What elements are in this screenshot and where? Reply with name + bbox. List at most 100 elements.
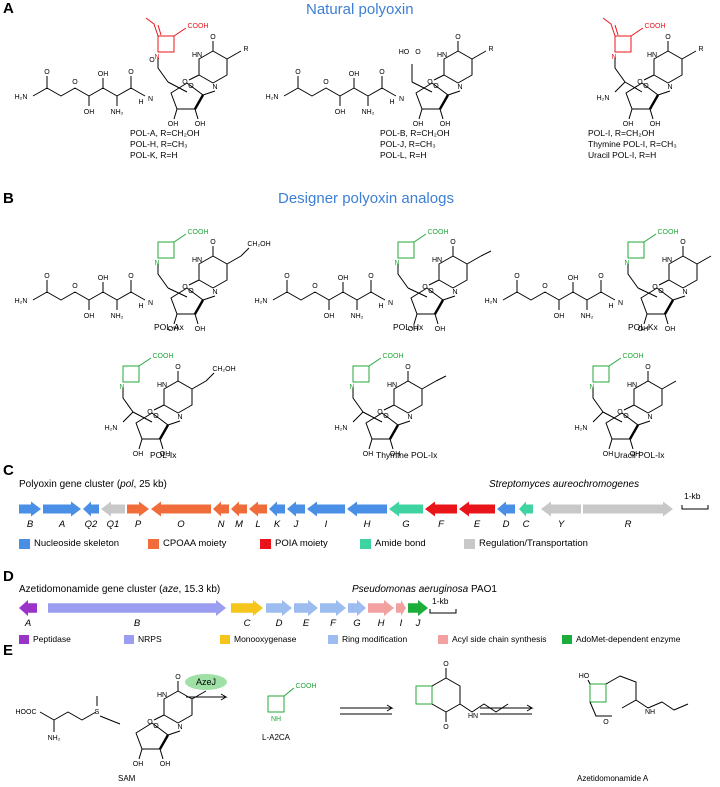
pol-ix-o-top: O bbox=[175, 364, 181, 371]
pol-ax-nh-n: N bbox=[148, 300, 153, 307]
pol-i-o-left: O bbox=[637, 79, 643, 86]
pol-gene-label-g: G bbox=[402, 519, 410, 530]
aze-gene-arrow-c bbox=[231, 600, 263, 616]
arrow-step-3 bbox=[480, 704, 534, 715]
pol-ax-carbonyl-left bbox=[188, 279, 200, 286]
pol-gene-label-y: Y bbox=[557, 519, 565, 530]
pol-a-nh-n: N bbox=[148, 96, 153, 103]
pol-ax-carb-nh2: H₂N bbox=[15, 298, 28, 305]
pol-kx-carb-nh2: H₂N bbox=[485, 298, 498, 305]
aze-organism: Pseudomonas aeruginosa PAO1 bbox=[352, 584, 497, 595]
pol-gene-arrow-p bbox=[127, 501, 149, 517]
thymine-pol-ix-methyl bbox=[435, 375, 447, 382]
product-nh: NH bbox=[645, 709, 655, 716]
pol-kx-oh-bond-1 bbox=[664, 313, 669, 325]
pol-hx-carb-o: O bbox=[284, 273, 290, 280]
aze-gene-arrow-i bbox=[396, 600, 406, 616]
aze-legend-item: Acyl side chain synthesis bbox=[438, 634, 547, 644]
pol-hx-ribose-bold bbox=[433, 299, 445, 315]
pol-a-oh-1: OH bbox=[195, 121, 206, 128]
pol-gene-label-f: F bbox=[438, 519, 444, 530]
pol-kx-oh-2: OH bbox=[638, 326, 649, 333]
pol-ax-ester-o: O bbox=[72, 283, 78, 290]
thymine-pol-ix-uracil-bond bbox=[421, 380, 437, 390]
intermediate-ring bbox=[431, 677, 461, 713]
pol-i-ring-o: O bbox=[643, 83, 649, 90]
pol-a-carb-o: O bbox=[44, 69, 50, 76]
product-ring-2 bbox=[589, 701, 612, 717]
thymine-pol-ix-carbonyl-left bbox=[383, 404, 395, 411]
caption-pol-ix: POL-Ix bbox=[150, 450, 177, 460]
pol-gene-label-a: A bbox=[58, 519, 66, 530]
pol-gene-label-h: H bbox=[363, 519, 371, 530]
sam-ribose-bold bbox=[158, 734, 170, 750]
pol-ix-glycosidic bbox=[167, 420, 181, 426]
pol-b-oh-a: OH bbox=[349, 71, 360, 78]
pol-ix-ring-o: O bbox=[153, 413, 159, 420]
pol-gene-arrow-r bbox=[583, 501, 673, 517]
pol-gene-label-q2: Q2 bbox=[84, 519, 98, 530]
pol-b-uracil-bond bbox=[471, 50, 487, 60]
aze-gene-label-g: G bbox=[353, 618, 361, 629]
product-o: O bbox=[603, 719, 609, 726]
pol-b-carb-nh2: H₂N bbox=[266, 94, 279, 101]
pol-a-cooh: COOH bbox=[188, 23, 209, 30]
pol-ax-cooh: COOH bbox=[188, 229, 209, 236]
pol-hx-nh-h: H bbox=[378, 303, 383, 310]
panel-letter-c: C bbox=[3, 462, 14, 479]
pol-ix-cooh: COOH bbox=[153, 353, 174, 360]
pol-kx-ribose-bold bbox=[663, 299, 675, 315]
sam-glycosidic bbox=[167, 730, 181, 736]
pol-b-carbonyl-left bbox=[433, 74, 445, 81]
a2ca-nh: NH bbox=[271, 716, 281, 723]
thymine-pol-ix-nh2: H₂N bbox=[335, 425, 348, 432]
pol-gene-arrow-q2 bbox=[83, 501, 99, 517]
panel-letter-a: A bbox=[3, 0, 14, 17]
uracil-pol-ix-carbonyl-left bbox=[623, 404, 635, 411]
pol-ax-ch2 bbox=[240, 247, 250, 257]
thymine-pol-ix-hn: HN bbox=[387, 382, 397, 389]
pol-ax-glycosidic bbox=[202, 295, 216, 301]
pol-hx-oh-bond-2 bbox=[413, 313, 418, 325]
pol-kx-o-left: O bbox=[652, 284, 658, 291]
pol-hx-oh-bond-1 bbox=[434, 313, 439, 325]
aze-gene-arrow-f bbox=[320, 600, 346, 616]
pol-i-link bbox=[624, 81, 643, 93]
sam-s: S bbox=[95, 709, 100, 716]
pol-gene-label-l: L bbox=[255, 519, 261, 530]
pol-ix-n1: N bbox=[177, 414, 182, 421]
pol-gene-arrow-i bbox=[307, 501, 345, 517]
pol-ax-hn: HN bbox=[192, 257, 202, 264]
pol-ax-ring-o: O bbox=[188, 288, 194, 295]
panel-letter-e: E bbox=[3, 642, 14, 659]
pol-ax-link bbox=[167, 287, 188, 298]
pol-b-acid-o: O bbox=[415, 49, 421, 56]
pol-gene-arrow-d bbox=[497, 501, 515, 517]
pol-gene-arrow-n bbox=[213, 501, 229, 517]
aze-scale-bar bbox=[429, 609, 457, 614]
pol-gene-arrow-k bbox=[269, 501, 285, 517]
thymine-pol-ix-backbone bbox=[352, 388, 364, 413]
a2ca-cooh: COOH bbox=[296, 683, 317, 690]
pol-ix-o-left: O bbox=[147, 409, 153, 416]
pol-hx-methyl bbox=[480, 250, 492, 257]
legend-label: Nucleoside skeleton bbox=[34, 538, 120, 549]
aze-gene-arrow-b bbox=[48, 600, 226, 616]
uracil-pol-ix-ring-o: O bbox=[623, 413, 629, 420]
thymine-pol-ix-o-left: O bbox=[377, 409, 383, 416]
pol-gene-label-p: P bbox=[134, 519, 142, 530]
pol-gene-label-n: N bbox=[217, 519, 225, 530]
pol-kx-cooh-bond bbox=[643, 233, 657, 243]
aze-gene-label-f: F bbox=[330, 618, 336, 629]
thymine-pol-ix-cooh: COOH bbox=[383, 353, 404, 360]
caption-pol-ax: POL-Ax bbox=[154, 322, 184, 332]
thymine-pol-ix-oh-2: OH bbox=[363, 451, 374, 458]
pol-i-cooh: COOH bbox=[645, 23, 666, 30]
uracil-pol-ix-link bbox=[602, 411, 623, 423]
aze-gene-arrow-j bbox=[408, 600, 428, 616]
aze-gene-arrow-a bbox=[19, 600, 37, 616]
pol-ax-oh-bond-1 bbox=[194, 313, 199, 325]
pol-ix-ch2 bbox=[205, 372, 215, 382]
